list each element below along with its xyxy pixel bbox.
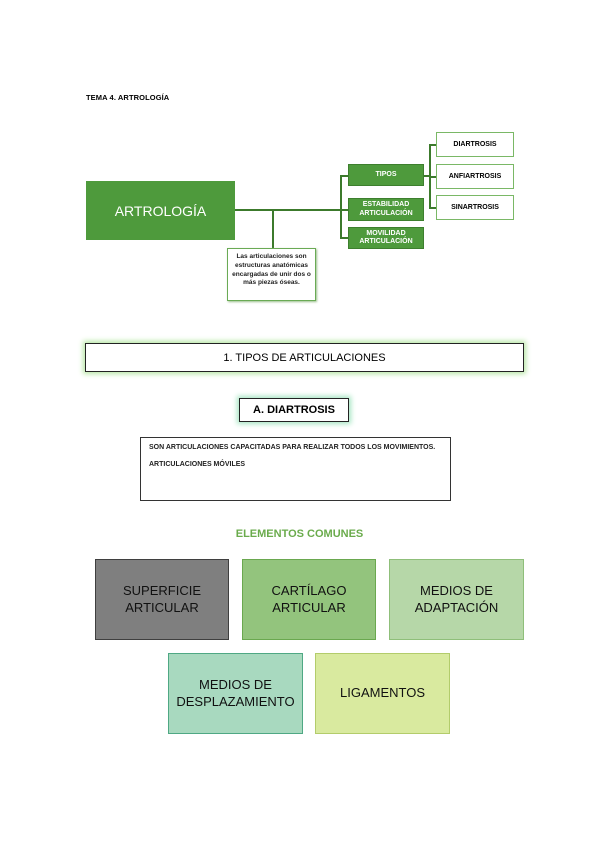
connector-branches [340, 175, 342, 238]
branch-movilidad: MOVILIDAD ARTICULACIÓN [348, 227, 424, 249]
branch-tipos: TIPOS [348, 164, 424, 186]
branch-estabilidad: ESTABILIDAD ARTICULACIÓN [348, 198, 424, 221]
tipo-diartrosis: DIARTROSIS [436, 132, 514, 157]
description-box: SON ARTICULACIONES CAPACITADAS PARA REAL… [140, 437, 451, 501]
element-card-adaptacion: MEDIOS DE ADAPTACIÓN [389, 559, 524, 640]
common-elements-heading: ELEMENTOS COMUNES [235, 528, 364, 540]
connector-tipos [340, 175, 348, 177]
definition-note: Las articulaciones son estructuras anató… [227, 248, 316, 301]
document-header: TEMA 4. ARTROLOGÍA [86, 93, 170, 102]
connector-tipos-out [424, 175, 429, 177]
tipo-sinartrosis: SINARTROSIS [436, 195, 514, 220]
connector-note [272, 209, 274, 248]
connector-diartrosis [429, 144, 436, 146]
tipo-anfiartrosis: ANFIARTROSIS [436, 164, 514, 189]
connector-main [235, 209, 345, 211]
subsection-title: A. DIARTROSIS [239, 398, 349, 422]
element-card-cartilago: CARTÍLAGO ARTICULAR [242, 559, 376, 640]
connector-estabilidad [340, 209, 348, 211]
element-card-desplazamiento: MEDIOS DE DESPLAZAMIENTO [168, 653, 303, 734]
element-card-ligamentos: LIGAMENTOS [315, 653, 450, 734]
section-title: 1. TIPOS DE ARTICULACIONES [85, 343, 524, 372]
description-line-2: ARTICULACIONES MÓVILES [149, 460, 246, 468]
connector-movilidad [340, 237, 348, 239]
description-line-1: SON ARTICULACIONES CAPACITADAS PARA REAL… [149, 444, 436, 451]
connector-sinartrosis [429, 207, 436, 209]
artrologia-box: ARTROLOGÍA [86, 181, 235, 240]
connector-anfiartrosis [429, 176, 436, 178]
element-card-superficie: SUPERFICIE ARTICULAR [95, 559, 229, 640]
